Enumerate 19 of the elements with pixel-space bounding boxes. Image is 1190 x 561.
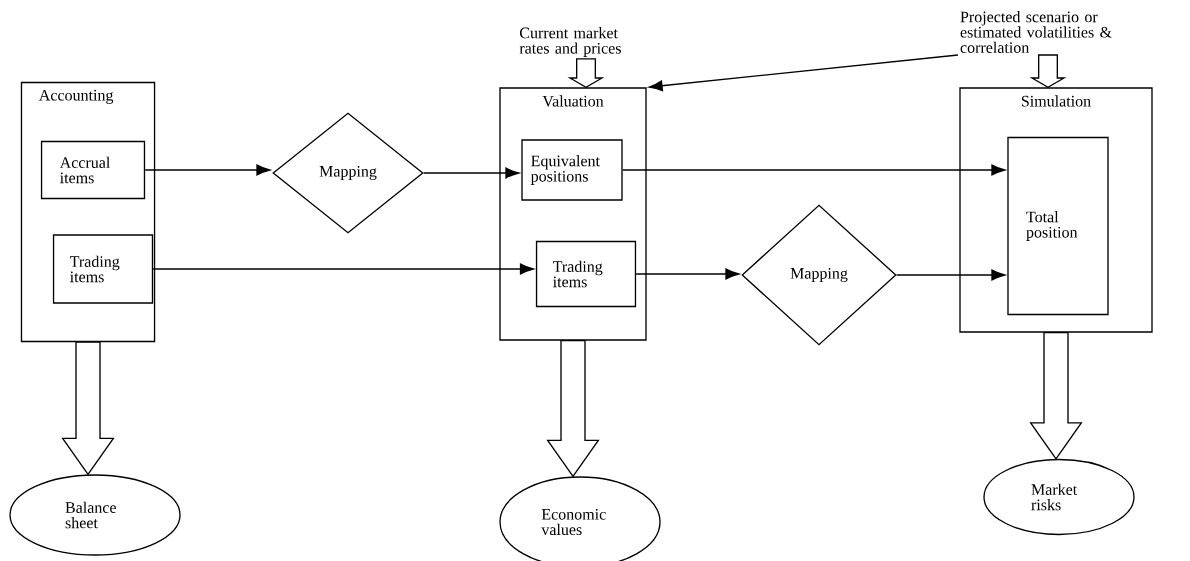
item-box: Total position [1007,136,1109,316]
item-box: Equivalent positions [521,139,623,201]
arrow [635,268,740,280]
block-arrow [567,58,605,89]
block-arrow [1029,54,1067,89]
block-arrow [546,340,600,478]
arrow [622,164,1006,176]
block-arrow [61,341,115,476]
arrow [423,167,520,179]
arrow [144,164,271,176]
item-box: Accrual items [40,140,146,200]
input-text: Projected scenario or estimated volatilities & correlation [960,11,1112,53]
arrow [896,269,1006,281]
arrow [648,54,959,92]
block-arrow [1029,332,1083,460]
arrow [152,263,534,275]
input-text: Current market rates and prices [519,27,621,57]
item-box: Trading items [52,234,154,304]
item-box: Trading items [535,240,637,308]
